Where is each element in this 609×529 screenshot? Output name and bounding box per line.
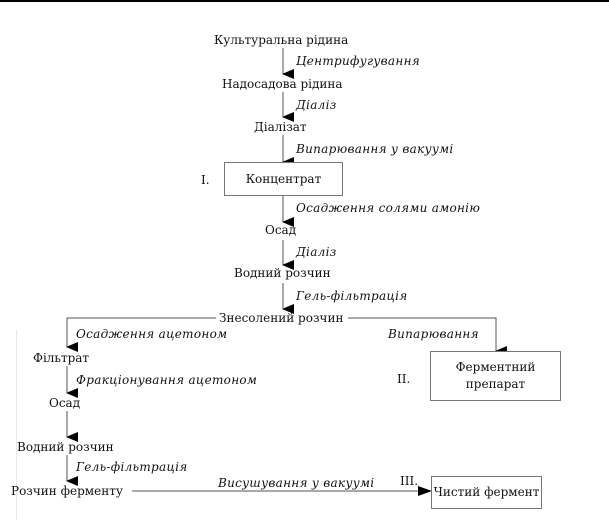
box-enzyme-preparation-line1: Ферментний	[455, 360, 536, 374]
marker-I: I.	[201, 173, 210, 187]
node-sediment-2: Осад	[49, 396, 81, 410]
step-gel-filtration-2: Гель-фільтрація	[76, 460, 188, 474]
step-centrifugation: Центрифугування	[296, 54, 421, 68]
box-pure-enzyme: Чистий фермент	[431, 476, 542, 509]
step-gel-filtration-1: Гель-фільтрація	[296, 289, 408, 303]
box-concentrate-label: Концентрат	[245, 171, 322, 186]
step-vacuum-evaporation: Випарювання у вакуумі	[296, 142, 454, 156]
step-acetone-fractionation: Фракціонування ацетоном	[76, 373, 258, 387]
box-concentrate: Концентрат	[224, 162, 343, 196]
step-vacuum-drying: Висушування у вакуумі	[218, 476, 375, 490]
arrow-n7-n8	[66, 317, 216, 352]
step-ammonium-precipitation: Осадження солями амонію	[296, 201, 481, 215]
page-edge-line	[16, 330, 17, 520]
step-dialysis-1: Діаліз	[296, 98, 337, 112]
node-dialysate: Діалізат	[254, 120, 307, 134]
node-desalted-solution: Знесолений розчин	[219, 311, 344, 325]
node-supernatant: Надосадова рідина	[222, 77, 343, 91]
box-enzyme-preparation-line2: препарат	[465, 377, 526, 391]
marker-III: III.	[400, 474, 419, 488]
step-evaporation: Випарювання	[388, 327, 479, 341]
marker-II: II.	[397, 372, 411, 386]
step-acetone-precipitation: Осадження ацетоном	[76, 327, 228, 341]
arrow-n7-box2	[348, 317, 507, 356]
node-aqueous-solution-2: Водний розчин	[17, 440, 114, 454]
box-pure-enzyme-label: Чистий фермент	[433, 485, 540, 499]
step-dialysis-2: Діаліз	[296, 245, 337, 259]
node-sediment-1: Осад	[265, 223, 297, 237]
node-culture-liquid: Культуральна рідина	[214, 33, 349, 47]
box-enzyme-preparation: Ферментний препарат	[430, 351, 561, 401]
top-border	[0, 0, 609, 2]
node-filtrate: Фільтрат	[33, 351, 90, 365]
node-enzyme-solution: Розчин ферменту	[11, 484, 123, 498]
node-aqueous-solution-1: Водний розчин	[234, 266, 331, 280]
